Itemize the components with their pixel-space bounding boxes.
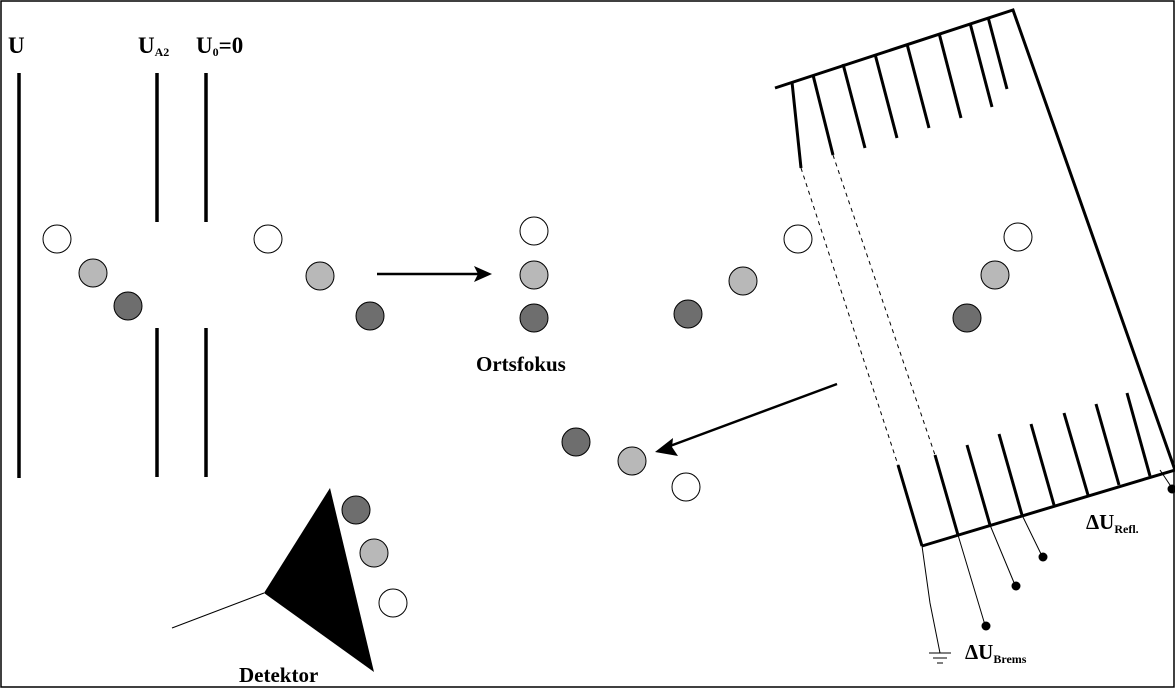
reflector-electrode (967, 445, 990, 525)
terminal-dot-icon (982, 622, 991, 631)
ion-light (43, 225, 71, 253)
ion-light (379, 589, 407, 617)
terminal-dot-icon (1168, 485, 1175, 494)
ion-light (520, 217, 548, 245)
reflector-grid-dashed (833, 155, 935, 455)
terminal-wire (990, 525, 1015, 585)
label-delta-u-refl-sub: Refl. (1114, 522, 1138, 536)
reflector (775, 10, 1175, 546)
ion-heavy (562, 428, 590, 456)
label-ortsfokus: Ortsfokus (476, 352, 566, 376)
ion-light (672, 473, 700, 501)
label-delta-u-refl-main: ΔU (1086, 510, 1114, 534)
ion-heavy (674, 300, 702, 328)
ion-medium (981, 261, 1009, 289)
ion-medium (306, 262, 334, 290)
label-u0-suffix: =0 (219, 33, 244, 58)
label-u0: U0=0 (196, 33, 243, 59)
ion-light (784, 225, 812, 253)
ion-medium (79, 259, 107, 287)
terminal-wire (1022, 515, 1042, 556)
ion-heavy (953, 304, 981, 332)
label-delta-u-refl: ΔURefl. (1086, 510, 1139, 536)
terminal-wire (958, 535, 985, 625)
reflector-electrode (1064, 413, 1088, 495)
ground-wire (922, 546, 940, 653)
arrow-return (670, 384, 837, 446)
reflector-electrode (988, 17, 1007, 89)
terminal-dot-icon (1039, 553, 1048, 562)
detector-wire (172, 593, 264, 628)
ion-medium (360, 539, 388, 567)
wiring (922, 470, 1175, 663)
label-ua2-main: U (138, 33, 155, 58)
label-delta-u-brems: ΔUBrems (965, 640, 1027, 666)
reflector-electrode (907, 44, 929, 128)
label-ua2-sub: A2 (155, 45, 170, 59)
ion-heavy (342, 496, 370, 524)
label-delta-u-brems-sub: Brems (993, 652, 1026, 666)
reflector-electrode (843, 64, 865, 148)
ion-medium (729, 267, 757, 295)
ion-light (254, 225, 282, 253)
detector: Detektor (172, 488, 407, 687)
label-delta-u-brems-main: ΔU (965, 640, 993, 664)
ion-heavy (114, 292, 142, 320)
reflector-electrode (792, 82, 801, 168)
reflector-electrode (939, 33, 961, 118)
arrow-head-icon (655, 438, 678, 456)
terminal-dot-icon (1012, 582, 1021, 591)
label-u0-main: U (196, 33, 213, 58)
reflector-electrode (898, 465, 922, 546)
label-ua2: UA2 (138, 33, 169, 59)
label-u: U (8, 33, 25, 58)
label-detektor: Detektor (239, 663, 318, 687)
reflector-electrode (999, 434, 1022, 515)
ion-light (1004, 223, 1032, 251)
ion-medium (618, 447, 646, 475)
reflector-electrode (813, 75, 833, 155)
reflector-electrode (875, 54, 897, 138)
reflector-electrode (935, 455, 958, 535)
ion-heavy (356, 302, 384, 330)
reflector-electrode (1127, 393, 1150, 476)
ion-heavy (520, 304, 548, 332)
reflector-electrode (1096, 404, 1119, 485)
reflector-electrode (1031, 424, 1054, 505)
reflector-electrode (970, 23, 992, 107)
reflector-grid-dashed (801, 168, 898, 465)
ion-medium (520, 261, 548, 289)
